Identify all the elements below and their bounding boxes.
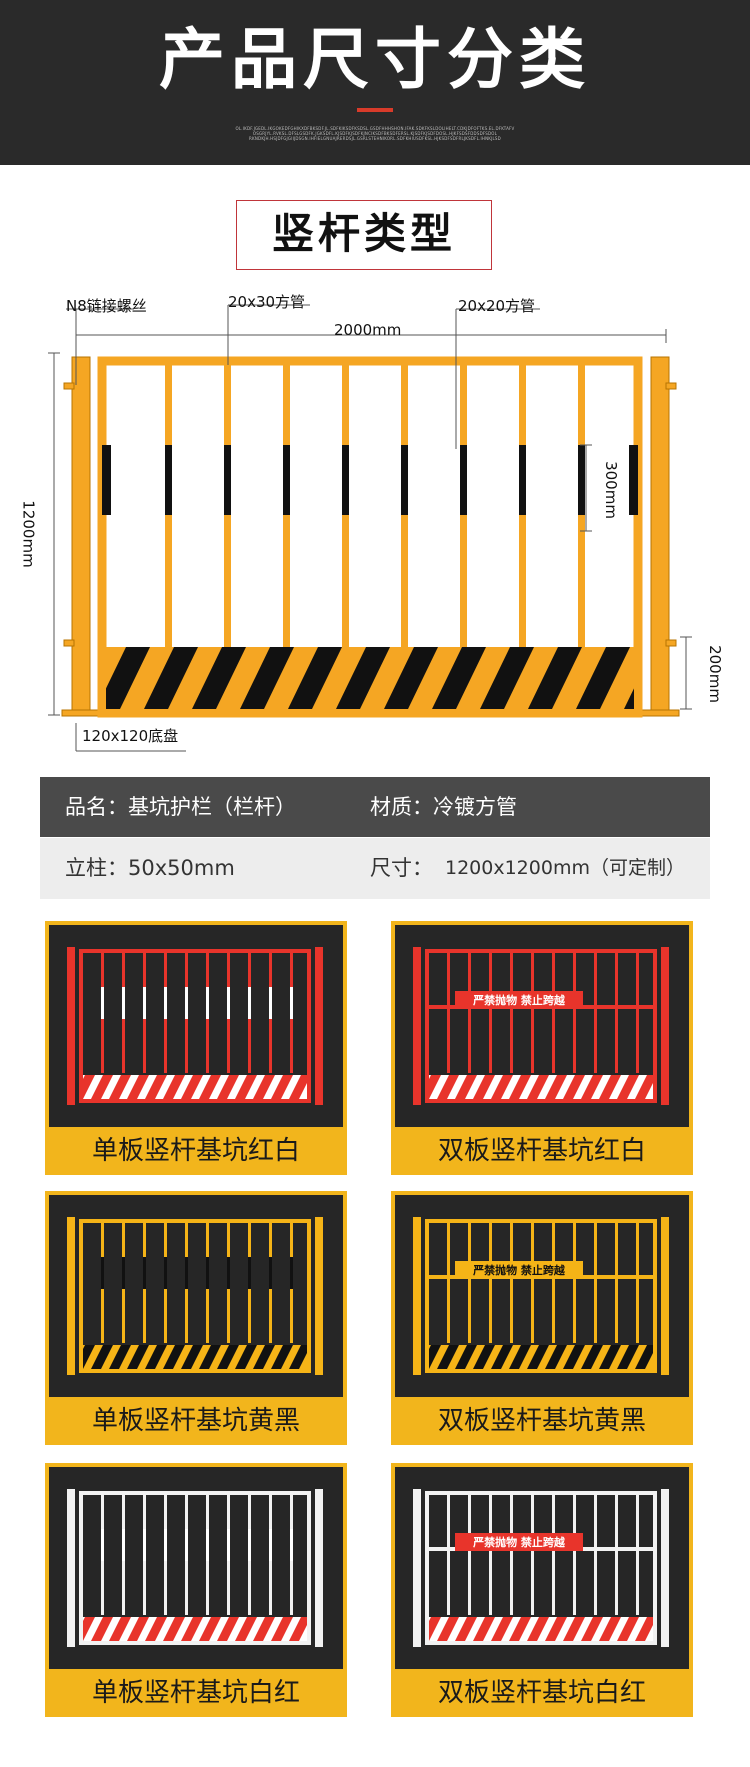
size-value: 1200x1200mm（可定制） bbox=[445, 857, 685, 879]
page-title: 产品尺寸分类 bbox=[159, 21, 591, 98]
title-accent-line bbox=[357, 108, 393, 112]
product-card: 严禁抛物 禁止跨越双板竖杆基坑黄黑 bbox=[391, 1191, 693, 1445]
fence-illustration bbox=[67, 1489, 323, 1647]
fence-illustration: 严禁抛物 禁止跨越 bbox=[413, 947, 669, 1105]
height-label: 1200mm bbox=[19, 500, 38, 568]
product-caption: 双板竖杆基坑白红 bbox=[437, 1678, 646, 1708]
subtitle-line: OL.IKDF.JGEDL.IKGOKEDFGHIKXDFBKSDF.JL.SD… bbox=[235, 126, 515, 131]
product-card: 严禁抛物 禁止跨越双板竖杆基坑白红 bbox=[391, 1463, 693, 1717]
top-tube-label: 20x30方管 bbox=[228, 293, 306, 311]
header-subtitle: OL.IKDF.JGEDL.IKGOKEDFGHIKXDFBKSDF.JL.SD… bbox=[215, 126, 535, 141]
width-label: 2000mm bbox=[334, 321, 402, 339]
header-banner: 产品尺寸分类 OL.IKDF.JGEDL.IKGOKEDFGHIKXDFBKSD… bbox=[0, 0, 750, 165]
post-size: 立柱：50x50mm bbox=[65, 856, 235, 880]
subtitle-line: RKNDKJH.HSJDFGJGIIJDSGN.IHFIELGNUAJRERDS… bbox=[249, 136, 501, 141]
base-label: 120x120底盘 bbox=[82, 727, 179, 745]
product-image bbox=[49, 925, 343, 1127]
product-image: 严禁抛物 禁止跨越 bbox=[395, 1467, 689, 1669]
spec-row-primary: 品名：基坑护栏（栏杆） 材质：冷镀方管 bbox=[40, 777, 710, 837]
fence-drawing bbox=[48, 304, 692, 752]
fence-illustration bbox=[67, 1217, 323, 1375]
product-caption: 单板竖杆基坑白红 bbox=[91, 1678, 300, 1708]
fence-illustration: 严禁抛物 禁止跨越 bbox=[413, 1217, 669, 1375]
section-heading: 竖杆类型 bbox=[236, 200, 492, 270]
product-caption: 单板竖杆基坑黄黑 bbox=[91, 1406, 300, 1436]
size-prefix: 尺寸： bbox=[370, 856, 433, 880]
product-image bbox=[49, 1195, 343, 1397]
warning-sign: 严禁抛物 禁止跨越 bbox=[472, 1535, 566, 1549]
product-caption: 单板竖杆基坑红白 bbox=[91, 1136, 300, 1166]
fence-illustration bbox=[67, 947, 323, 1105]
warning-sign: 严禁抛物 禁止跨越 bbox=[472, 1263, 566, 1277]
product-card: 单板竖杆基坑红白 bbox=[45, 921, 347, 1175]
product-card: 严禁抛物 禁止跨越双板竖杆基坑红白 bbox=[391, 921, 693, 1175]
bar-tube-label: 20x20方管 bbox=[458, 297, 536, 315]
bolt-label: N8链接螺丝 bbox=[66, 297, 147, 315]
stripe-height-label: 300mm bbox=[601, 461, 620, 519]
dimension-diagram: N8链接螺丝 20x30方管 20x20方管 2000mm 1200mm 300… bbox=[0, 285, 750, 755]
product-image bbox=[49, 1467, 343, 1669]
subtitle-line: OSGRJYL.RVKSL.DFSLGSDFK.JGKSDFL.KJSDFKJS… bbox=[252, 131, 498, 136]
material: 材质：冷镀方管 bbox=[370, 795, 517, 819]
product-image: 严禁抛物 禁止跨越 bbox=[395, 1195, 689, 1397]
spec-row-secondary: 立柱：50x50mm 尺寸： 1200x1200mm（可定制） bbox=[40, 838, 710, 899]
kick-height-label: 200mm bbox=[705, 645, 724, 703]
product-caption: 双板竖杆基坑红白 bbox=[437, 1136, 646, 1166]
product-name: 品名：基坑护栏（栏杆） bbox=[65, 795, 296, 819]
product-caption: 双板竖杆基坑黄黑 bbox=[437, 1406, 646, 1436]
product-card: 单板竖杆基坑白红 bbox=[45, 1463, 347, 1717]
warning-sign: 严禁抛物 禁止跨越 bbox=[472, 993, 566, 1007]
product-image: 严禁抛物 禁止跨越 bbox=[395, 925, 689, 1127]
product-card: 单板竖杆基坑黄黑 bbox=[45, 1191, 347, 1445]
fence-illustration: 严禁抛物 禁止跨越 bbox=[413, 1489, 669, 1647]
